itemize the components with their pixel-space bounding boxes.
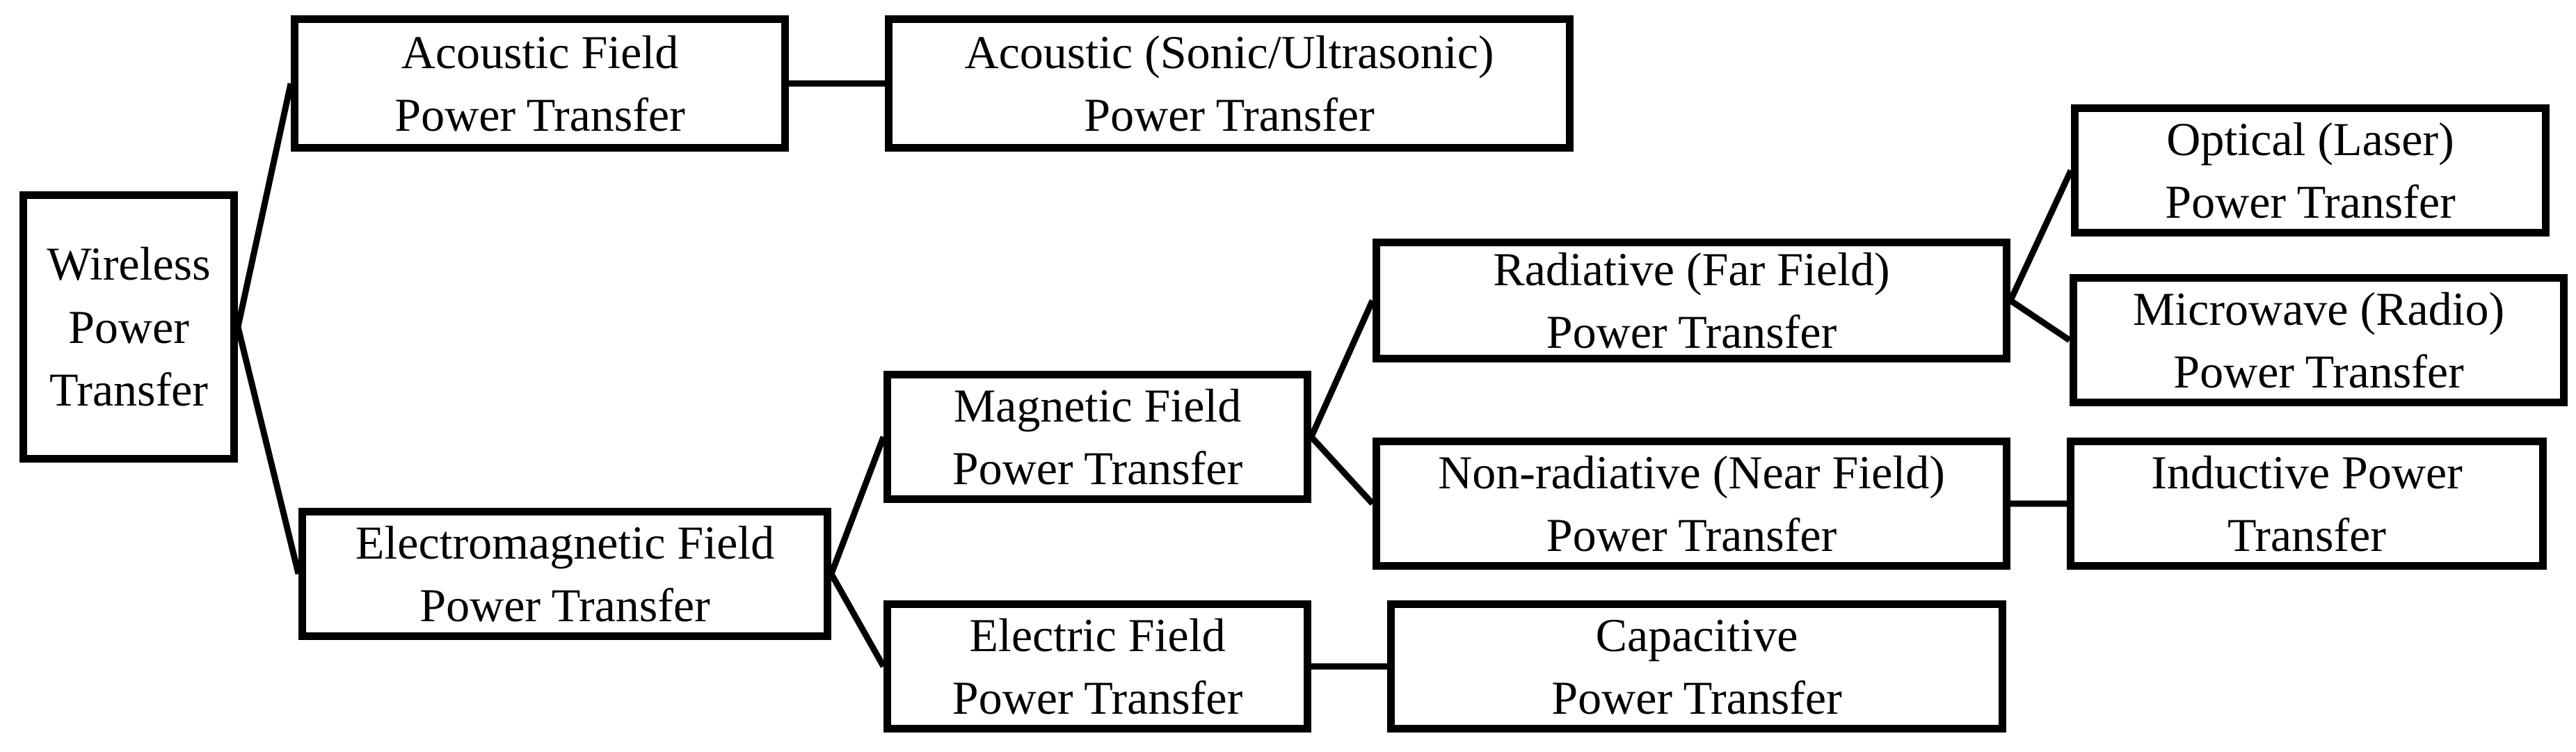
connector-root-electromagnetic-field — [234, 326, 302, 575]
connector-electromagnetic-magnetic — [828, 435, 887, 575]
connector-magnetic-radiative — [1308, 299, 1376, 438]
node-label-line: Power — [68, 300, 189, 353]
node-electric-field: Electric Field Power Transfer — [883, 600, 1311, 733]
node-label-line: Power Transfer — [1084, 88, 1375, 141]
node-label-line: Magnetic Field — [953, 378, 1242, 432]
node-label-line: Power Transfer — [2173, 345, 2464, 398]
connector-radiative-microwave — [2008, 298, 2072, 343]
connector-electromagnetic-electric — [829, 572, 886, 669]
node-label-line: Electric Field — [969, 608, 1226, 662]
node-label-line: Microwave (Radio) — [2132, 282, 2505, 335]
node-electromagnetic-field: Electromagnetic Field Power Transfer — [298, 508, 831, 640]
node-non-radiative-near-field: Non-radiative (Near Field) Power Transfe… — [1373, 438, 2010, 570]
node-microwave-radio: Microwave (Radio) Power Transfer — [2070, 274, 2568, 406]
node-label-line: Transfer — [2227, 509, 2386, 561]
node-label-line: Power Transfer — [952, 671, 1243, 724]
node-wireless-power-transfer: Wireless Power Transfer — [19, 191, 238, 463]
node-label-line: Power Transfer — [419, 579, 710, 632]
node-label-line: Power Transfer — [1546, 305, 1837, 358]
node-label-line: Acoustic (Sonic/Ultrasonic) — [964, 25, 1494, 79]
connector-root-acoustic-field — [234, 83, 294, 328]
connector-magnetic-non-radiative — [1309, 434, 1375, 506]
node-label-line: Non-radiative (Near Field) — [1438, 445, 1945, 499]
node-label-line: Radiative (Far Field) — [1493, 242, 1890, 296]
node-acoustic-sonic-ultrasonic: Acoustic (Sonic/Ultrasonic) Power Transf… — [885, 15, 1574, 152]
node-label-line: Capacitive — [1595, 608, 1798, 662]
node-inductive: Inductive Power Transfer — [2067, 438, 2547, 570]
connector-radiative-optical — [2007, 169, 2074, 302]
node-label-line: Power Transfer — [394, 88, 685, 141]
node-optical-laser: Optical (Laser) Power Transfer — [2071, 104, 2550, 237]
node-label-line: Inductive Power — [2151, 445, 2463, 499]
node-label-line: Power Transfer — [952, 442, 1243, 495]
node-label-line: Transfer — [49, 363, 208, 417]
node-label-line: Acoustic Field — [401, 25, 679, 79]
node-label-line: Power Transfer — [2165, 175, 2456, 228]
node-radiative-far-field: Radiative (Far Field) Power Transfer — [1373, 239, 2010, 362]
node-label-line: Electromagnetic Field — [355, 515, 775, 569]
node-capacitive: Capacitive Power Transfer — [1387, 600, 2006, 733]
node-label-line: Power Transfer — [1546, 509, 1837, 561]
node-label-line: Wireless — [47, 237, 211, 291]
node-acoustic-field: Acoustic Field Power Transfer — [291, 15, 789, 152]
node-magnetic-field: Magnetic Field Power Transfer — [883, 371, 1311, 503]
node-label-line: Power Transfer — [1551, 671, 1842, 724]
node-label-line: Optical (Laser) — [2166, 112, 2454, 166]
